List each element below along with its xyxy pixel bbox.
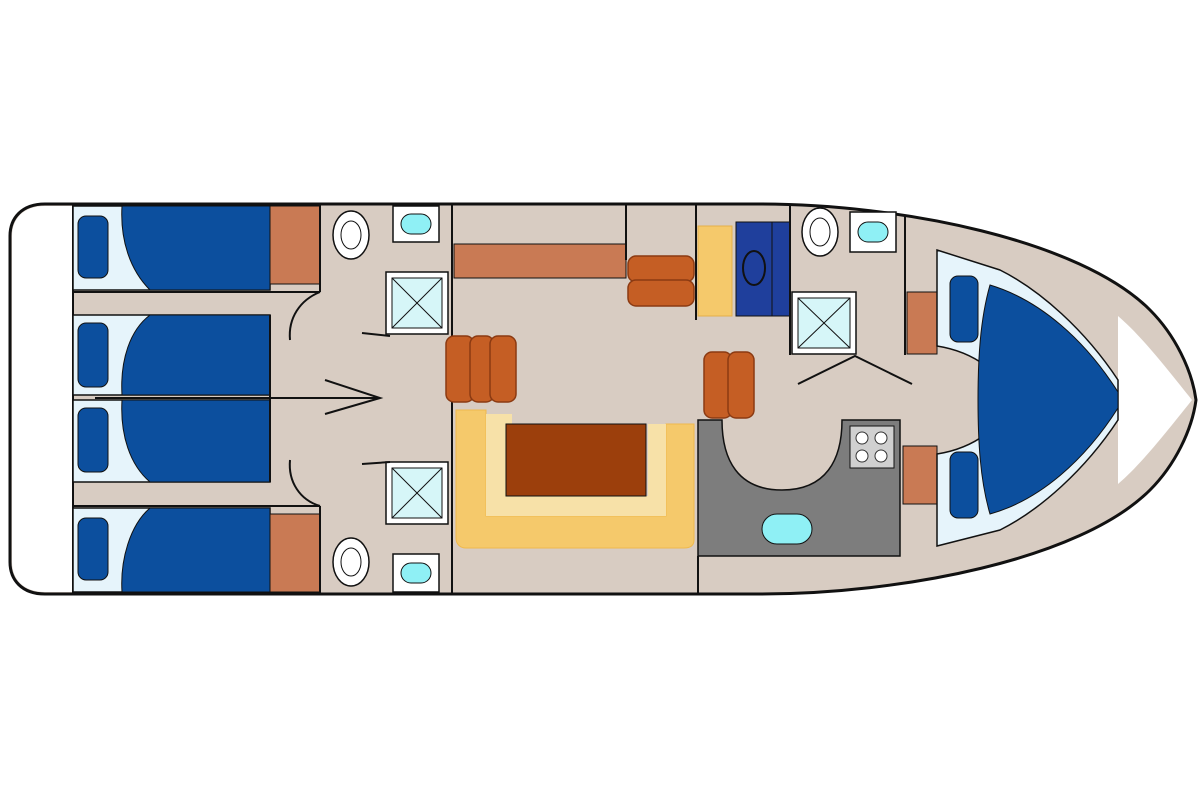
chair-icon bbox=[703, 351, 755, 419]
aft-cabin-1 bbox=[72, 205, 321, 291]
sofa-icon bbox=[455, 409, 695, 549]
nightstand bbox=[269, 513, 321, 593]
bed-icon bbox=[121, 507, 271, 593]
pillow-icon bbox=[77, 322, 109, 388]
bed-icon bbox=[121, 399, 271, 483]
aft-cabin-4 bbox=[72, 507, 321, 593]
helm-seat bbox=[697, 225, 733, 317]
pillow-icon bbox=[77, 215, 109, 279]
stern-deck bbox=[12, 206, 73, 592]
sink-icon bbox=[761, 513, 813, 545]
bow-tip bbox=[1118, 316, 1192, 484]
direction-arrow-icon bbox=[95, 379, 384, 415]
aft-bathroom-bottom bbox=[332, 461, 449, 593]
toilet-bowl bbox=[809, 217, 831, 247]
nightstand bbox=[906, 291, 938, 355]
forward-cabin bbox=[902, 248, 1119, 547]
forward-bathroom bbox=[789, 205, 913, 385]
table-icon bbox=[505, 423, 647, 497]
pillow-icon bbox=[77, 407, 109, 473]
pillow-icon bbox=[949, 451, 979, 519]
nightstand bbox=[902, 445, 938, 505]
door-line bbox=[361, 461, 391, 465]
sideboard-cabinet bbox=[453, 243, 627, 279]
galley bbox=[697, 419, 901, 557]
shower-icon bbox=[791, 291, 857, 355]
door-swing-icon bbox=[288, 459, 321, 507]
steering-wheel-icon bbox=[742, 250, 766, 286]
door-swing-icon bbox=[288, 291, 321, 341]
aft-cabin-2 bbox=[72, 314, 271, 396]
chair-icon bbox=[627, 255, 695, 307]
shower-icon bbox=[385, 271, 449, 335]
nightstand bbox=[269, 205, 321, 285]
aft-bathroom-top bbox=[332, 205, 449, 337]
shower-icon bbox=[385, 461, 449, 525]
pillow-icon bbox=[77, 517, 109, 581]
door-line bbox=[797, 354, 913, 385]
pillow-icon bbox=[949, 275, 979, 343]
door-line bbox=[361, 332, 391, 337]
toilet-bowl bbox=[340, 547, 362, 577]
chair-icon bbox=[445, 335, 517, 403]
toilet-bowl bbox=[340, 220, 362, 250]
bed-icon bbox=[121, 205, 271, 291]
bed-icon bbox=[121, 314, 271, 396]
helm-station bbox=[735, 221, 791, 317]
hob-icon bbox=[849, 425, 895, 469]
aft-cabin-3 bbox=[72, 399, 271, 483]
bed-icon bbox=[977, 284, 1119, 515]
